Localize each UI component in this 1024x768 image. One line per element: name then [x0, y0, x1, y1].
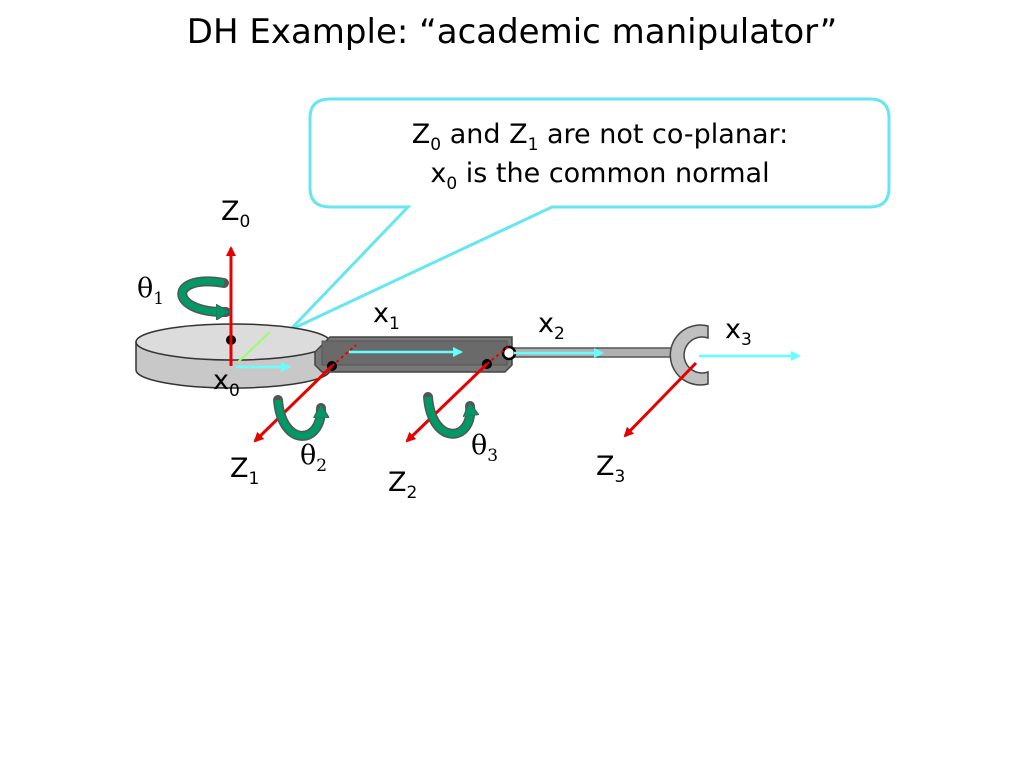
label-x3: x3: [725, 314, 752, 350]
label-x1: x1: [373, 298, 400, 334]
callout-line-2: x0 is the common normal: [430, 158, 769, 194]
label-x0: x0: [213, 365, 240, 401]
z2-dashed-extension: [486, 346, 509, 365]
callout-bubble: [288, 97, 891, 332]
joint-3-pin: [501, 345, 517, 361]
z3-axis-arrow: [623, 361, 698, 438]
disc-normal-line: [237, 331, 271, 363]
z2-axis-arrow: [405, 362, 489, 443]
label-z2: Z2: [388, 467, 417, 503]
label-z1: Z1: [230, 453, 259, 489]
base-disc: [135, 323, 331, 389]
slide-title: DH Example: “academic manipulator”: [186, 12, 838, 52]
z1-axis-arrow: [253, 364, 334, 443]
label-z3: Z3: [596, 451, 625, 487]
z1-dashed-extension: [331, 344, 357, 367]
callout-line-1: Z0 and Z1 are not co-planar:: [412, 119, 788, 155]
gripper: [669, 324, 709, 386]
label-theta2: θ2: [300, 440, 327, 476]
label-theta1: θ1: [137, 273, 164, 309]
label-theta3: θ3: [471, 430, 498, 466]
label-x2: x2: [538, 308, 565, 344]
label-z0: Z0: [221, 196, 250, 232]
